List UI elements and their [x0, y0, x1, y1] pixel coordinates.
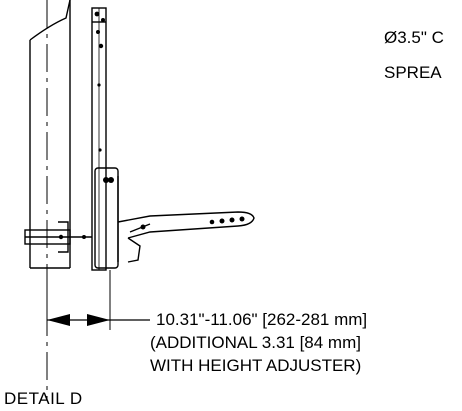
left-post	[29, 0, 71, 41]
support-arm	[117, 211, 255, 239]
dimension-arrow-right	[87, 314, 110, 326]
dimension-arrow-left	[47, 314, 70, 326]
dimension-text-adjuster: WITH HEIGHT ADJUSTER)	[150, 356, 362, 375]
dimension-text-additional: (ADDITIONAL 3.31 [84 mm]	[150, 333, 361, 352]
note-spread: SPREA	[384, 63, 442, 82]
dimension-text-main: 10.31"-11.06" [262-281 mm]	[156, 310, 368, 329]
note-diameter: Ø3.5" C	[384, 28, 444, 47]
detail-label: DETAIL D	[4, 389, 83, 408]
